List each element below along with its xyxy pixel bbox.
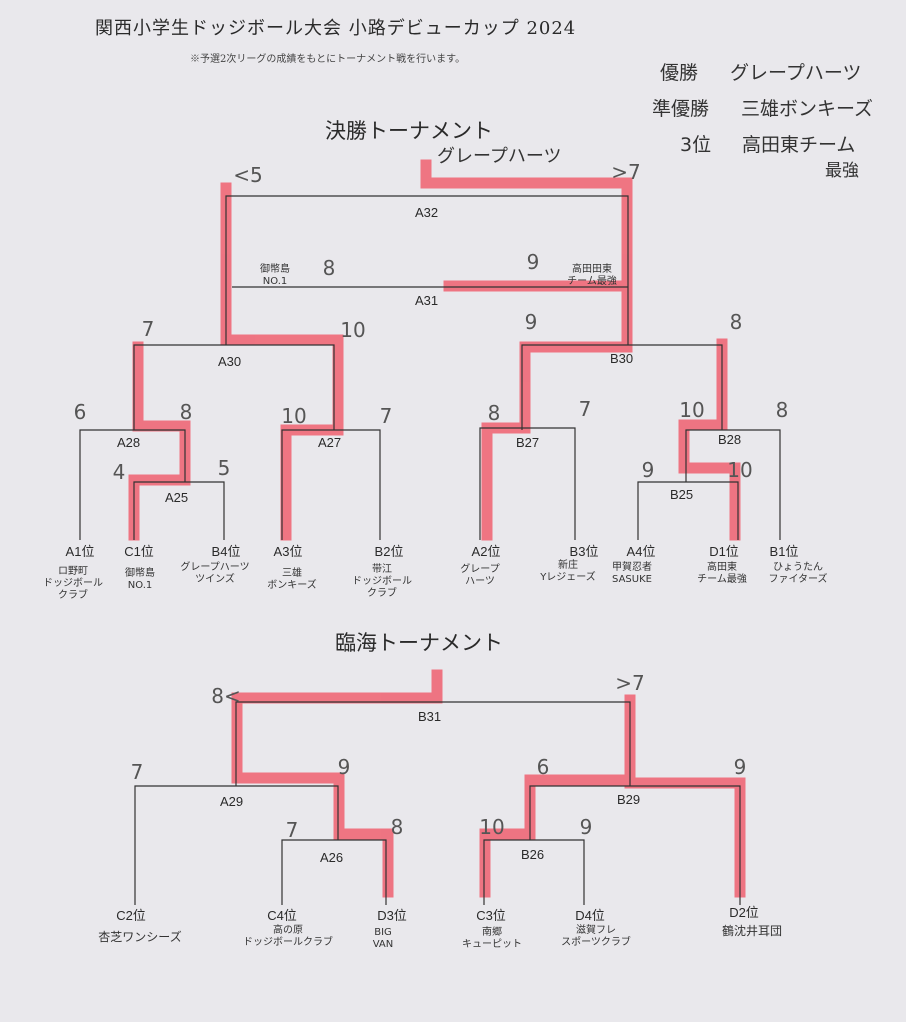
score-a25-right: 5: [217, 456, 231, 480]
final-tournament-title: 決勝トーナメント: [325, 119, 493, 143]
a31-right-team: 高田田東 チーム最強: [567, 264, 617, 287]
second-place-label: 準優勝: [652, 98, 710, 120]
match-code-a31: A31: [415, 293, 439, 308]
seed-d2: D2位: [729, 905, 759, 920]
score-b29-left: 6: [536, 755, 550, 779]
match-code-a27: A27: [318, 435, 342, 450]
score-b26-left: 10: [479, 815, 505, 839]
score-a28-left: 6: [73, 400, 87, 424]
match-code-b31: B31: [418, 709, 442, 724]
team-d3: BIG VAN: [372, 927, 394, 950]
team-b1: ひょうたん ファイターズ: [768, 562, 828, 585]
match-code-b26: B26: [521, 847, 545, 862]
seed-d3: D3位: [377, 908, 407, 923]
score-a25-left: 4: [112, 460, 126, 484]
score-a28-right: 8: [179, 400, 193, 424]
match-code-b25: B25: [670, 487, 694, 502]
seed-a4: A4位: [626, 544, 656, 559]
team-c3: 南郷 キューピット: [462, 927, 522, 950]
score-b26-right: 9: [579, 815, 593, 839]
score-a32-right: >7: [611, 160, 641, 184]
score-a27-right: 7: [379, 404, 393, 428]
score-a32-left: <5: [233, 163, 263, 187]
third-place-label: 3位: [680, 134, 712, 156]
score-b28-right: 8: [775, 398, 789, 422]
score-b27-right: 7: [578, 397, 592, 421]
match-code-b28: B28: [718, 432, 742, 447]
score-b25-right: 10: [727, 458, 753, 482]
first-place-team: グレープハーツ: [730, 62, 862, 84]
first-place-label: 優勝: [660, 62, 699, 84]
score-b29-right: 9: [733, 755, 747, 779]
team-d1: 高田東 チーム最強: [697, 562, 747, 585]
seed-b1: B1位: [769, 544, 799, 559]
seed-c3: C3位: [476, 908, 506, 923]
score-b31-left: 8<: [211, 684, 241, 708]
score-b30-right: 8: [729, 310, 743, 334]
seed-c4: C4位: [267, 908, 297, 923]
score-a27-left: 10: [281, 404, 307, 428]
team-c2: 杏芝ワンシーズ: [98, 930, 182, 944]
seed-c2: C2位: [116, 908, 146, 923]
third-place-suffix: 最強: [825, 161, 859, 181]
seed-d4: D4位: [575, 908, 605, 923]
score-a30-left: 7: [141, 317, 155, 341]
a31-left-team: 御幣島 NO.1: [260, 264, 290, 287]
team-c4: 高の原 ドッジボールクラブ: [243, 925, 333, 948]
match-code-b30: B30: [610, 351, 634, 366]
match-code-b29: B29: [617, 792, 641, 807]
match-code-a30: A30: [218, 354, 242, 369]
team-a1: ロ野町 ドッジボール クラブ: [43, 566, 103, 601]
page-note: ※予選2次リーグの成績をもとにトーナメント戦を行います。: [190, 54, 466, 65]
score-a31-right: 9: [526, 250, 540, 274]
team-d2: 鶴沈井耳団: [721, 924, 783, 938]
seed-c1: C1位: [124, 544, 154, 559]
second-place-team: 三雄ボンキーズ: [741, 98, 874, 120]
score-a29-right: 9: [337, 755, 351, 779]
seed-b2: B2位: [374, 544, 404, 559]
score-a26-right: 8: [390, 815, 404, 839]
match-code-a26: A26: [320, 850, 344, 865]
page-title: 関西小学生ドッジボール大会 小路デビューカップ 2024: [95, 18, 577, 39]
team-a4: 甲賀忍者 SASUKE: [612, 562, 652, 585]
score-a29-left: 7: [130, 760, 144, 784]
score-b25-left: 9: [641, 458, 655, 482]
match-code-b27: B27: [516, 435, 540, 450]
score-a30-right: 10: [340, 318, 366, 342]
match-code-a32: A32: [415, 205, 439, 220]
seed-d1: D1位: [709, 544, 739, 559]
bracket-tree: [79, 195, 781, 905]
team-b2: 带江 ドッジボール クラブ: [352, 564, 412, 599]
team-a2: グレープ ハーツ: [460, 564, 500, 587]
team-d4: 滋賀フレ スポーツクラブ: [561, 925, 631, 948]
score-b30-left: 9: [524, 310, 538, 334]
seed-b4: B4位: [211, 544, 241, 559]
team-a3: 三雄 ボンキーズ: [267, 568, 317, 591]
third-place-team: 高田東チーム: [742, 134, 856, 156]
match-code-a28: A28: [117, 435, 141, 450]
score-a26-left: 7: [285, 818, 299, 842]
team-b3: 新庄 Yレジェーズ: [540, 560, 596, 583]
rinkai-tournament-title: 臨海トーナメント: [335, 631, 503, 655]
match-code-a29: A29: [220, 794, 244, 809]
seed-b3: B3位: [569, 544, 599, 559]
team-b4: グレープハーツ ツインズ: [180, 562, 250, 585]
seed-a3: A3位: [273, 544, 303, 559]
score-b31-right: >7: [615, 671, 645, 695]
team-c1: 御幣島 NO.1: [125, 568, 155, 591]
score-b27-left: 8: [487, 401, 501, 425]
match-code-a25: A25: [165, 490, 189, 505]
score-b28-left: 10: [679, 398, 705, 422]
seed-a2: A2位: [471, 544, 501, 559]
final-winner-note: グレープハーツ: [437, 146, 562, 167]
seed-a1: A1位: [65, 544, 95, 559]
score-a31-left: 8: [322, 256, 336, 280]
winner-highlight: [128, 159, 746, 898]
